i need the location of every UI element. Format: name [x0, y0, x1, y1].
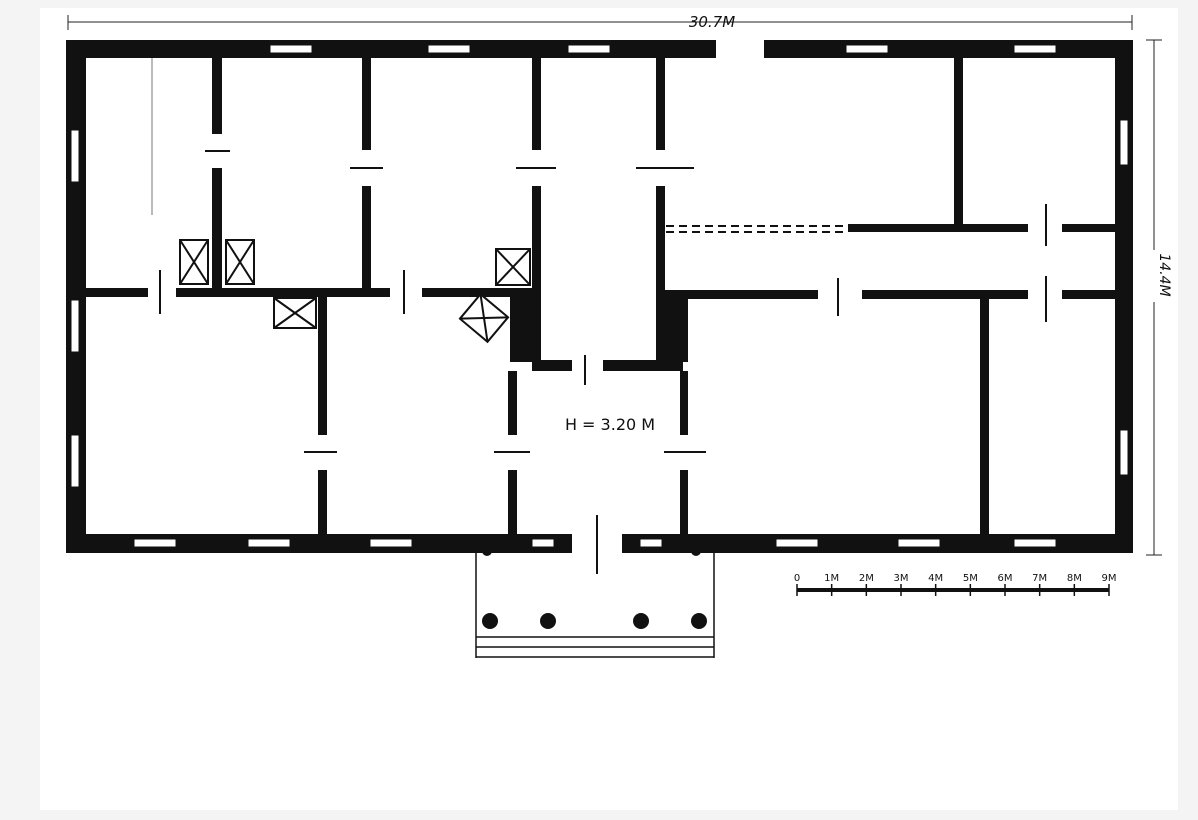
vent-shaft-2: [225, 239, 255, 285]
porch-column: [540, 613, 556, 629]
ceiling-height-label: H = 3.20 M: [565, 415, 655, 434]
vent-shaft-5: [458, 292, 510, 344]
door-markers: [159, 150, 1047, 574]
scale-tick-label: 9M: [1102, 573, 1117, 584]
porch: [475, 553, 715, 658]
vent-shaft-3: [495, 248, 531, 286]
vent-shaft-1: [179, 239, 209, 285]
scale-tick-label: 3M: [894, 573, 909, 584]
scale-tick-label: 4M: [928, 573, 943, 584]
dashed-partition: [666, 225, 848, 233]
scale-bar-line: [797, 588, 1109, 592]
porch-column: [633, 613, 649, 629]
scale-tick-label: 2M: [859, 573, 874, 584]
porch-column: [482, 613, 498, 629]
porch-column: [691, 613, 707, 629]
scale-tick-label: 0: [794, 573, 800, 584]
depth-label: 14.4M: [1156, 253, 1172, 296]
scale-bar: 0 1M 2M 3M 4M 5M 6M 7M 8M 9M: [794, 573, 1117, 596]
vent-shafts: [179, 239, 531, 344]
windows: [70, 44, 1129, 548]
vent-shaft-4: [273, 297, 317, 329]
scale-tick-label: 1M: [824, 573, 839, 584]
scale-tick-label: 7M: [1032, 573, 1047, 584]
scale-tick-label: 6M: [998, 573, 1013, 584]
interior-walls: [86, 58, 1133, 534]
scale-tick-label: 5M: [963, 573, 978, 584]
paper: [40, 8, 1178, 810]
width-label: 30.7M: [689, 13, 735, 31]
width-dimension: [67, 15, 1133, 30]
scale-tick-label: 8M: [1067, 573, 1082, 584]
porch-columns: [482, 546, 707, 629]
